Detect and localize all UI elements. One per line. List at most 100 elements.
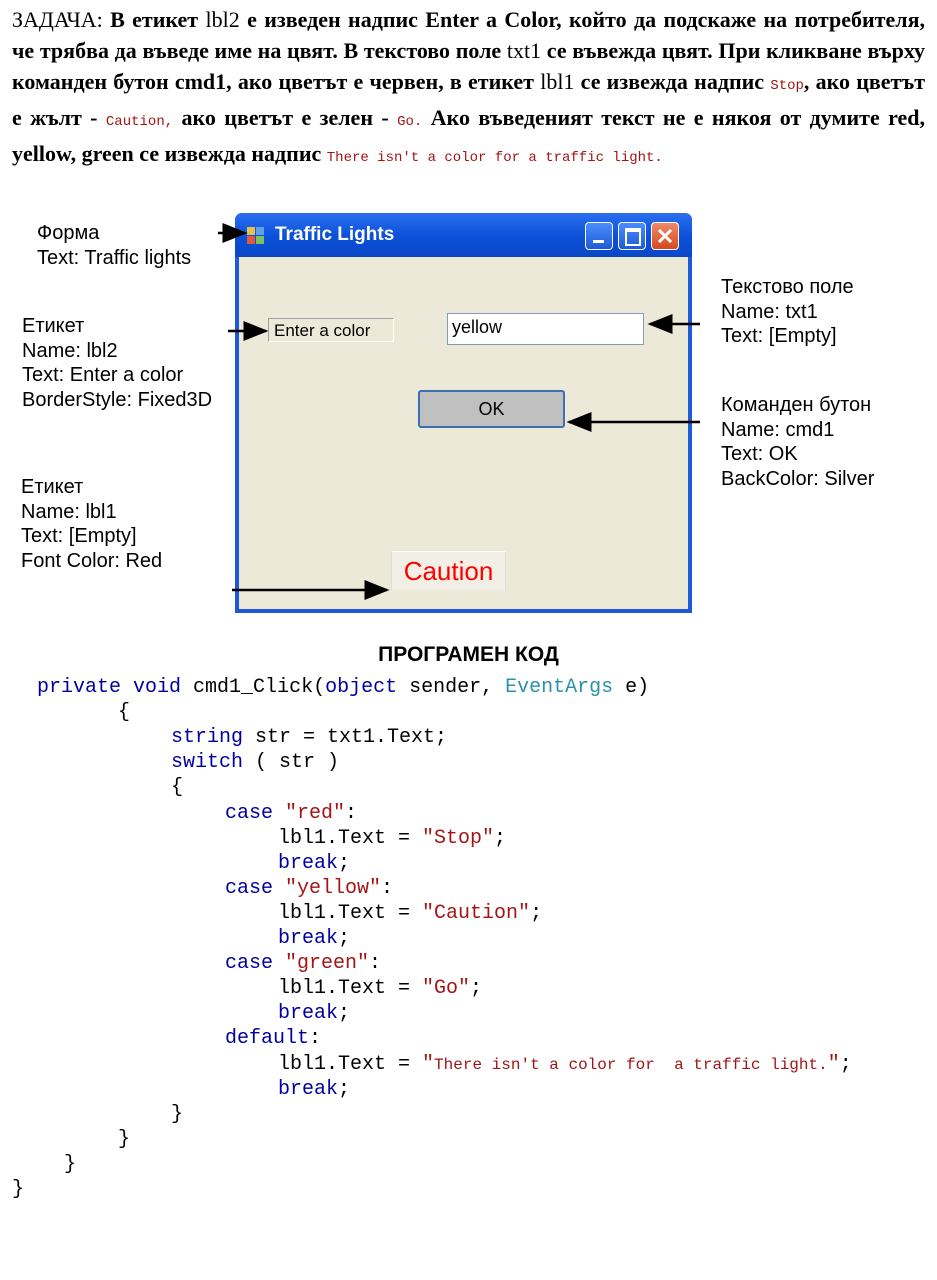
- annotation-line: BackColor: Silver: [721, 467, 875, 490]
- task-text-part: Stop: [770, 78, 804, 94]
- code-token: There isn't a color for a traffic light.: [434, 1055, 828, 1074]
- code-token: ": [422, 1052, 435, 1076]
- code-line: break;: [278, 1077, 350, 1102]
- minimize-icon[interactable]: [585, 222, 613, 250]
- task-text-part: В етикет: [110, 7, 206, 32]
- code-token: ;: [839, 1052, 852, 1076]
- code-line: break;: [278, 926, 350, 951]
- code-token: ;: [338, 1077, 351, 1101]
- code-line: }: [171, 1102, 183, 1127]
- code-token: case: [225, 801, 274, 825]
- annotation-line: Text: [Empty]: [721, 325, 837, 347]
- code-token: }: [64, 1152, 77, 1176]
- code-token: case: [225, 876, 274, 900]
- code-token: break: [278, 1077, 339, 1101]
- code-token: ( str ): [243, 751, 340, 775]
- code-token: [273, 802, 285, 825]
- code-token: sender,: [397, 676, 506, 699]
- task-text-part: lbl1: [540, 69, 575, 94]
- code-title: ПРОГРАМЕН КОД: [378, 643, 559, 666]
- code-token: {: [171, 776, 184, 800]
- task-text-part: lbl2: [205, 7, 240, 32]
- annotation-line: Етикет: [21, 476, 84, 498]
- annotation-line: Name: lbl1: [21, 500, 117, 523]
- annotation-line: Name: txt1: [721, 300, 818, 323]
- txt1-input[interactable]: yellow: [447, 313, 644, 345]
- code-token: }: [171, 1102, 184, 1126]
- task-text-part: е изведен надпис Enter a Color, който да…: [12, 7, 926, 63]
- task-text-part: , ако цветът е жълт -: [12, 69, 925, 130]
- code-token: [273, 952, 285, 975]
- task-text-part: се извежда надпис: [574, 69, 771, 94]
- app-icon: [247, 227, 265, 245]
- task-text-part: Caution,: [105, 114, 174, 130]
- code-token: }: [12, 1178, 25, 1201]
- code-token: e): [613, 676, 650, 699]
- annotation-line: Text: OK: [721, 443, 798, 465]
- annotation-line: Текстово поле: [721, 276, 854, 298]
- code-token: lbl1.Text =: [278, 826, 423, 850]
- code-line: {: [118, 700, 130, 725]
- code-line: break;: [278, 851, 350, 876]
- annotation-line: Text: Enter a color: [22, 364, 184, 386]
- annotation-line: Форма: [37, 222, 100, 244]
- code-token: ;: [530, 901, 543, 925]
- code-token: break: [278, 851, 339, 875]
- code-line: }: [118, 1127, 130, 1152]
- code-token: [273, 877, 285, 900]
- task-text-part: ако цветът е зелен -: [173, 105, 398, 130]
- code-token: private: [37, 676, 122, 699]
- code-token: {: [118, 701, 131, 725]
- cmd1-button[interactable]: OK: [418, 390, 565, 428]
- code-token: "green": [285, 952, 370, 976]
- code-token: :: [309, 1027, 322, 1051]
- code-token: break: [278, 1002, 339, 1026]
- code-token: switch: [171, 751, 244, 775]
- code-token: ": [827, 1052, 840, 1076]
- annotation-line: Name: lbl2: [22, 339, 118, 362]
- title-bar[interactable]: Traffic Lights: [235, 213, 692, 257]
- code-token: lbl1.Text =: [278, 1052, 423, 1076]
- code-line: lbl1.Text = "Caution";: [278, 901, 542, 926]
- annotation-line: Font Color: Red: [21, 549, 163, 572]
- code-token: [121, 676, 133, 699]
- code-line: switch ( str ): [171, 750, 339, 775]
- code-token: lbl1.Text =: [278, 901, 423, 925]
- annotation-line: BorderStyle: Fixed3D: [22, 388, 213, 411]
- annotation-line: Text: Traffic lights: [37, 246, 192, 269]
- code-token: break: [278, 927, 339, 950]
- task-paragraph: ЗАДАЧА: В етикет lbl2 е изведен надпис E…: [12, 4, 925, 174]
- code-token: "Go": [422, 977, 471, 1001]
- code-token: "Stop": [422, 826, 495, 850]
- code-line: }: [64, 1152, 76, 1177]
- lbl2-label: Enter a color: [268, 318, 394, 342]
- code-token: :: [345, 801, 358, 825]
- close-icon[interactable]: [651, 222, 679, 250]
- code-line: }: [12, 1177, 24, 1202]
- code-token: EventArgs: [505, 676, 614, 699]
- arrows: [218, 223, 700, 600]
- code-token: case: [225, 952, 274, 976]
- code-token: "red": [285, 801, 346, 825]
- code-token: ;: [338, 1002, 351, 1026]
- window-title: Traffic Lights: [275, 224, 395, 245]
- task-text-part: Ако въведеният текст не е някоя от думит…: [12, 105, 925, 166]
- code-line: default:: [225, 1026, 321, 1051]
- code-token: str = txt1.Text;: [243, 726, 448, 750]
- annotation-line: Етикет: [22, 315, 85, 337]
- code-line: private void cmd1_Click(object sender, E…: [37, 675, 649, 700]
- code-token: :: [381, 876, 394, 900]
- code-token: :: [369, 952, 382, 976]
- code-token: }: [118, 1127, 131, 1151]
- code-line: case "red":: [225, 801, 357, 826]
- maximize-icon[interactable]: [618, 222, 646, 250]
- task-text-part: ЗАДАЧА:: [12, 7, 111, 32]
- code-token: ;: [470, 977, 483, 1001]
- code-token: ;: [494, 826, 507, 850]
- code-line: case "yellow":: [225, 876, 393, 901]
